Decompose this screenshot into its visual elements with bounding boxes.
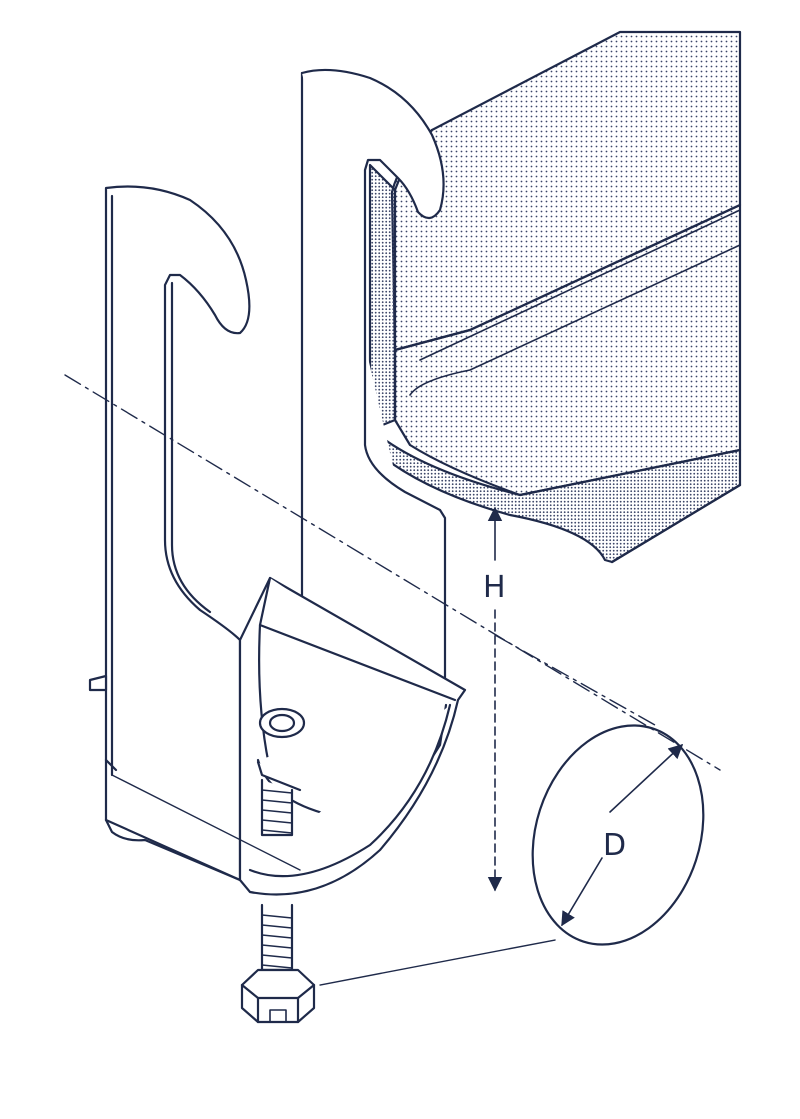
dimension-d-label: D	[603, 828, 626, 863]
tray-flange	[368, 30, 742, 564]
clamp-front-plate	[88, 185, 251, 882]
clamp-saddle	[238, 576, 467, 896]
clamp-bolt	[240, 778, 316, 1024]
dimension-h-label: H	[483, 570, 506, 605]
cable-cylinder	[531, 724, 705, 946]
cable-centerline	[64, 374, 721, 771]
dimension-d	[561, 744, 684, 927]
cable-outline-lines	[111, 634, 656, 986]
